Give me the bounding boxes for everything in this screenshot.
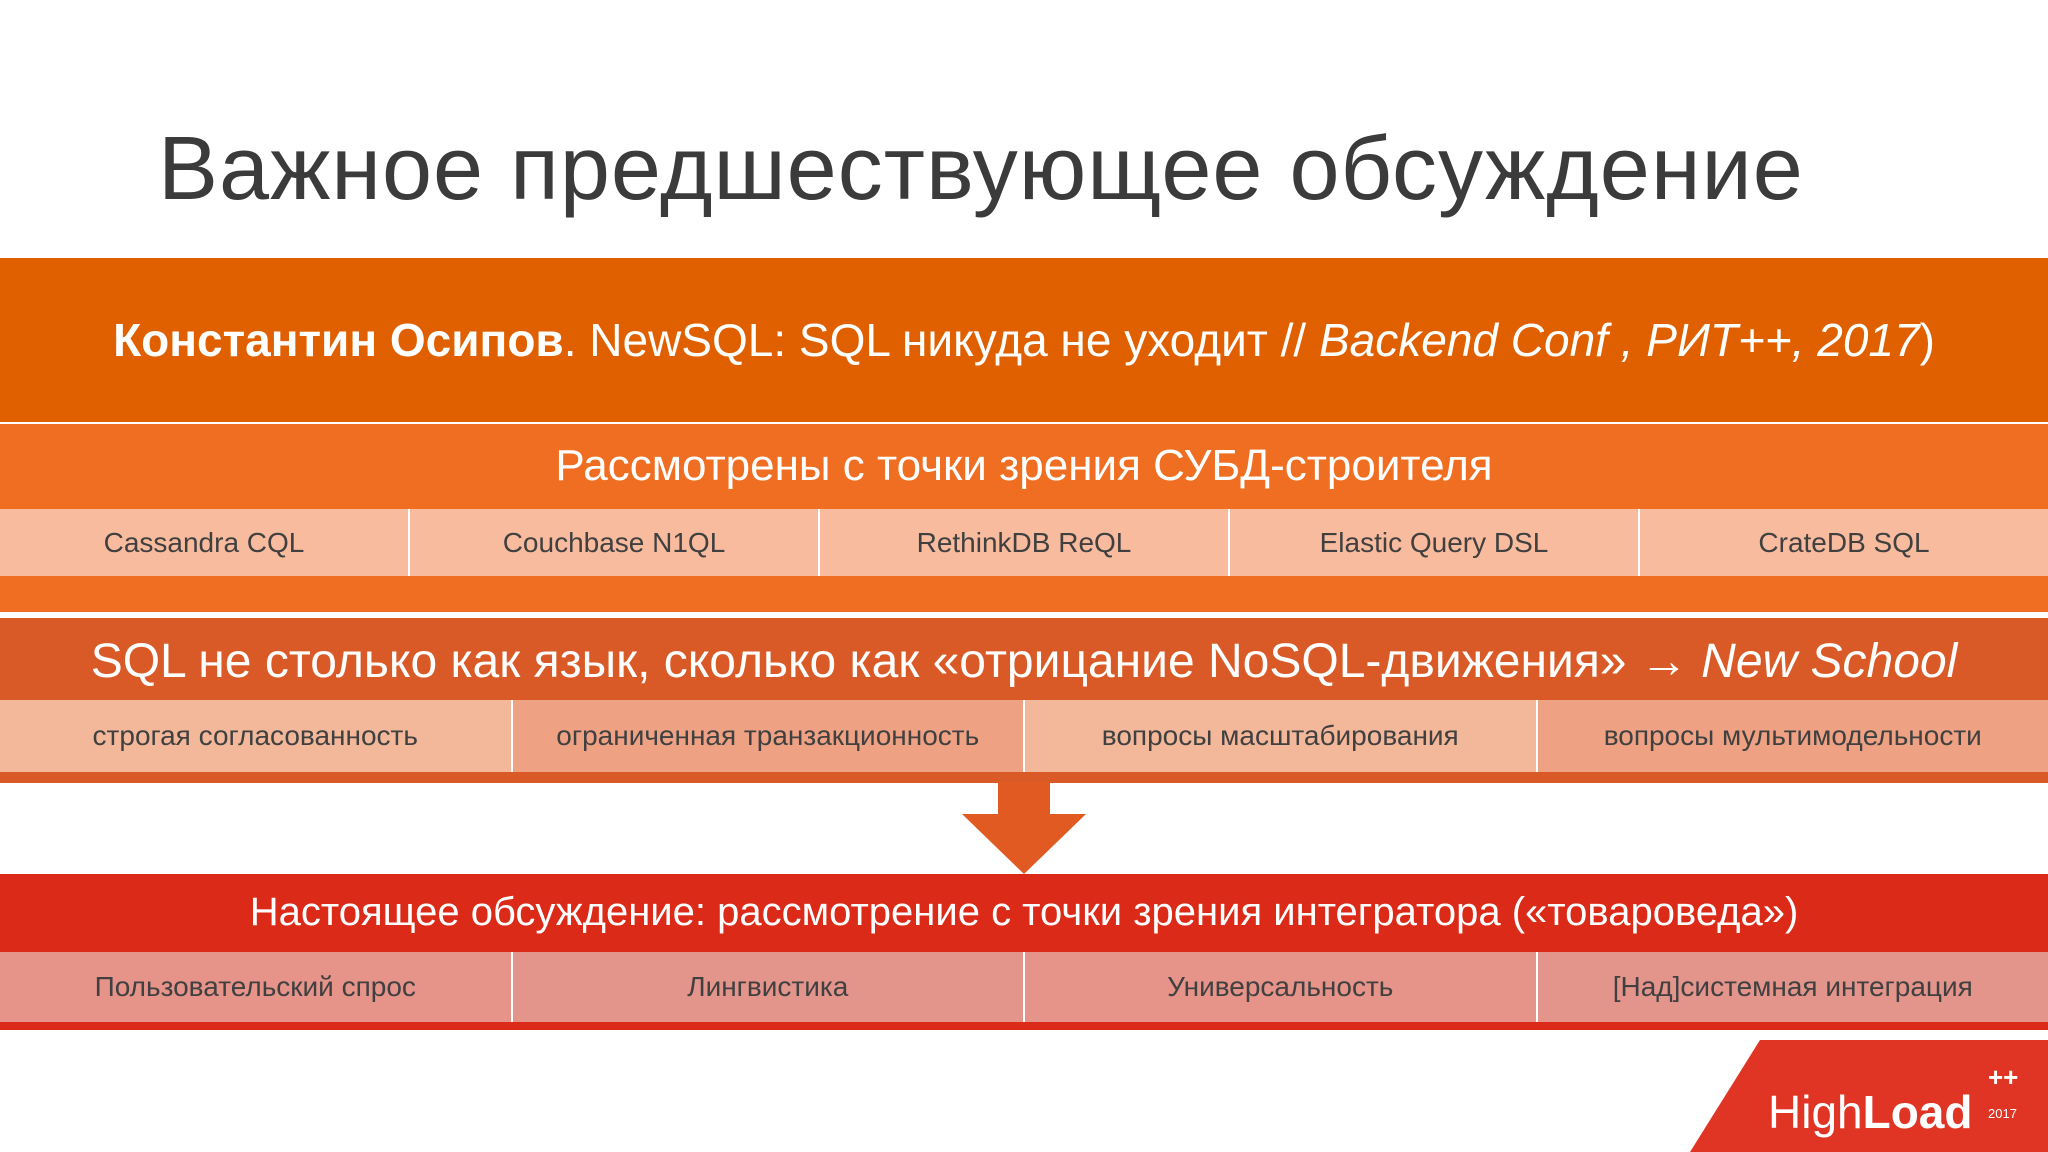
svg-text:HighLoad: HighLoad — [1768, 1086, 1973, 1138]
dbms-builder-title: Рассмотрены с точки зрения СУБД-строител… — [555, 441, 1493, 490]
item-couchbase-n1ql: Couchbase N1QL — [410, 509, 820, 576]
highload-logo: HighLoad ++ 2017 — [1690, 1040, 2048, 1152]
logo-text-load: Load — [1863, 1086, 1973, 1138]
slide-title: Важное предшествующее обсуждение — [158, 119, 1804, 219]
item-cassandra-cql: Cassandra CQL — [0, 509, 410, 576]
reference-text: Константин Осипов. NewSQL: SQL никуда не… — [0, 313, 2048, 367]
reference-closing: ) — [1919, 314, 1935, 366]
reference-venue: Backend Conf , РИТ++, 2017 — [1318, 314, 1920, 366]
item-rethinkdb-reql: RethinkDB ReQL — [820, 509, 1230, 576]
item-system-integration: [Над]системная интеграция — [1537, 952, 2048, 1022]
item-linguistics: Лингвистика — [512, 952, 1025, 1022]
item-elastic-query-dsl: Elastic Query DSL — [1230, 509, 1640, 576]
logo-text-high: High — [1768, 1086, 1863, 1138]
item-cratedb-sql: CrateDB SQL — [1640, 509, 2048, 576]
down-arrow-icon — [962, 782, 1086, 874]
reference-band: Константин Осипов. NewSQL: SQL никуда не… — [0, 258, 2048, 422]
new-school-items: строгая согласованность ограниченная тра… — [0, 700, 2048, 772]
new-school-section: SQL не столько как язык, сколько как «от… — [0, 618, 2048, 783]
new-school-title: SQL не столько как язык, сколько как «от… — [0, 618, 2048, 706]
logo-year: 2017 — [1988, 1106, 2017, 1121]
reference-author: Константин Осипов — [113, 314, 564, 366]
item-strict-consistency: строгая согласованность — [0, 700, 513, 772]
integrator-title: Настоящее обсуждение: рассмотрение с точ… — [249, 890, 1799, 934]
item-multimodel: вопросы мультимодельности — [1537, 700, 2048, 772]
item-universality: Универсальность — [1025, 952, 1538, 1022]
integrator-items: Пользовательский спрос Лингвистика Униве… — [0, 952, 2048, 1022]
logo-plus-plus: ++ — [1988, 1062, 2018, 1092]
reference-title: . NewSQL: SQL никуда не уходит // — [563, 314, 1319, 366]
item-limited-transactions: ограниченная транзакционность — [512, 700, 1025, 772]
new-school-title-main: SQL не столько как язык, сколько как «от… — [90, 635, 1702, 688]
dbms-builder-section: Рассмотрены с точки зрения СУБД-строител… — [0, 424, 2048, 612]
new-school-title-emphasis: New School — [1701, 635, 1958, 688]
dbms-builder-items: Cassandra CQL Couchbase N1QL RethinkDB R… — [0, 509, 2048, 576]
item-user-demand: Пользовательский спрос — [0, 952, 513, 1022]
item-scaling: вопросы масштабирования — [1025, 700, 1538, 772]
integrator-section: Настоящее обсуждение: рассмотрение с точ… — [0, 874, 2048, 1030]
